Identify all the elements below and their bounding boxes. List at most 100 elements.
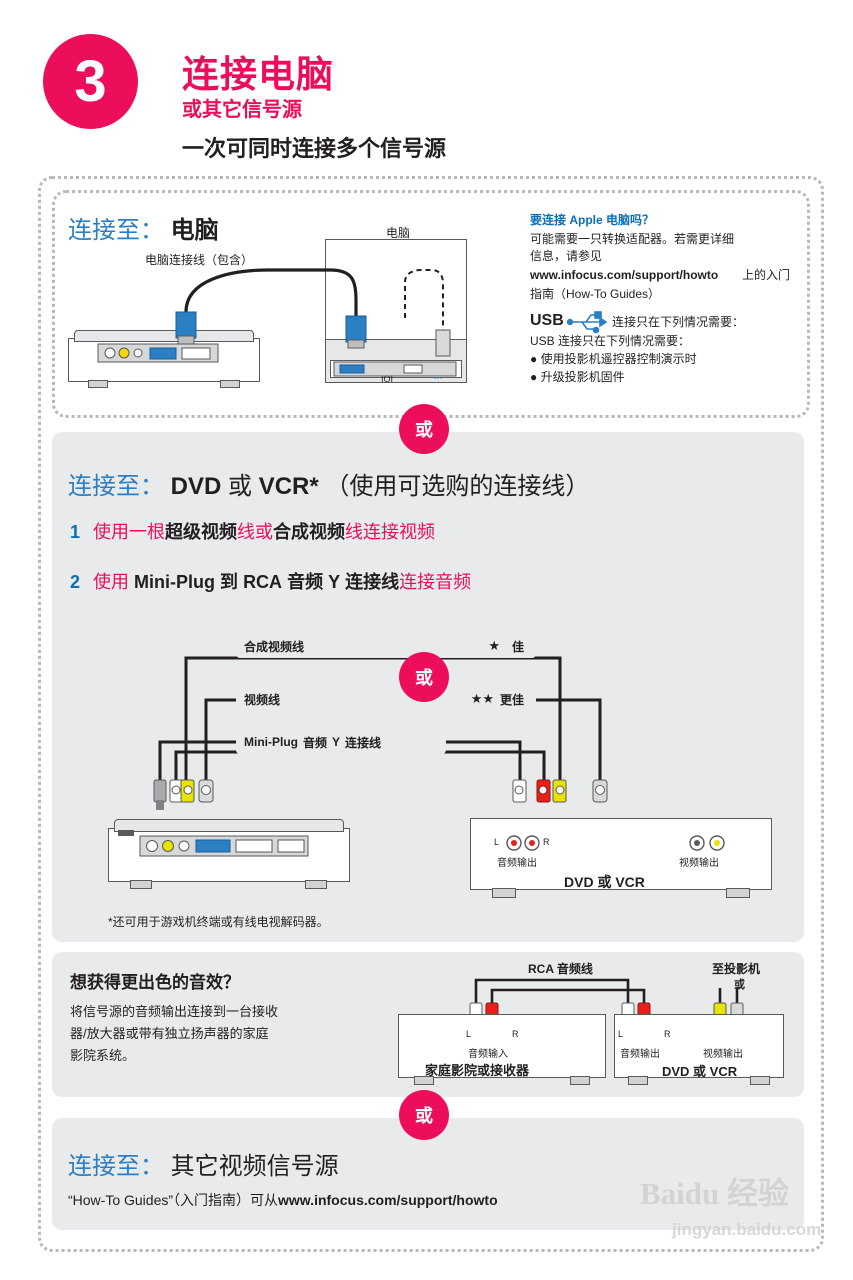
- receiver-r: R: [512, 1029, 519, 1039]
- projector-foot-right: [220, 380, 240, 388]
- dvd-box-2: [614, 1014, 784, 1078]
- apple-body-3: 上的入门: [742, 268, 791, 282]
- other-section-heading: 连接至： 其它视频信号源: [68, 1146, 339, 1181]
- rca-audio-cable-label: RCA 音频线: [528, 962, 593, 976]
- dvd-step-2-f: Y: [328, 572, 341, 592]
- projector-top-2: [114, 819, 344, 832]
- dvd-video-out-label: 视频输出: [679, 858, 719, 869]
- audio-section-heading: 想获得更出色的音效？: [70, 973, 240, 992]
- dvd-step-2-h: 连接音频: [399, 572, 472, 592]
- receiver-box: [398, 1014, 606, 1078]
- dvd-step-1-number: 1: [70, 522, 81, 542]
- page-subtitle: 或其它信号源: [182, 99, 302, 121]
- dvd-step-2: 2 使用 Mini-Plug 到 RCA 音频 Y 连接线连接音频: [70, 568, 471, 594]
- dvd-audio-out-l: L: [494, 837, 500, 847]
- apple-question-text: 要连接 Apple 电脑吗？: [530, 213, 655, 227]
- projector-top: [74, 330, 254, 342]
- dvd-footnote: *还可用于游戏机终端或有线电视解码器。: [108, 915, 329, 929]
- dvd-step-1: 1 使用一根超级视频线或合成视频线连接视频: [70, 518, 435, 544]
- other-heading-target: 其它视频信号源: [170, 1153, 339, 1180]
- dvd-foot-right: [726, 888, 750, 898]
- computer-heading-prefix: 连接至：: [68, 217, 164, 244]
- receiver-foot-left: [414, 1076, 434, 1085]
- dvd-foot-left: [492, 888, 516, 898]
- dvd-heading-dvd: DVD: [170, 473, 222, 500]
- miniplug-label-4: 连接线: [345, 735, 382, 750]
- dvd-step-2-number: 2: [70, 572, 81, 592]
- or-badge-3: 或: [399, 1090, 449, 1140]
- dvd2-l: L: [618, 1029, 624, 1039]
- usb-note: 连接只在下列情况需要：: [612, 315, 745, 329]
- dvd-step-2-d: RCA: [243, 572, 283, 592]
- usb-bullet-2: ● 升级投影机固件: [530, 370, 625, 384]
- usb-heading: USB: [530, 312, 564, 329]
- usb-port-icon: ⎓: [434, 373, 442, 384]
- dvd-heading-vcr: VCR*: [258, 473, 319, 500]
- dvd-step-2-c: 到: [220, 572, 239, 592]
- watermark-secondary: jingyan.baidu.com: [672, 1220, 822, 1239]
- projector-foot-left: [88, 380, 108, 388]
- svideo-cable-rating: 更佳: [499, 692, 524, 707]
- dvd-step-1-b: 超级视频: [165, 522, 238, 542]
- audio-body-3: 影院系统。: [70, 1048, 136, 1063]
- miniplug-label-2: 音频: [303, 735, 328, 750]
- other-body-url[interactable]: www.infocus.com/support/howto: [278, 1192, 498, 1208]
- dvd-section-heading: 连接至： DVD 或 VCR* （使用可选购的连接线）: [68, 466, 589, 501]
- usb-bullet-1: ● 使用投影机遥控器控制演示时: [530, 352, 697, 366]
- usb-body: USB 连接只在下列情况需要：: [530, 334, 691, 348]
- projector-foot-right-2: [305, 880, 327, 889]
- computer-heading-target: 电脑: [170, 217, 219, 244]
- other-section-body: “How-To Guides”（入门指南）可从www.infocus.com/s…: [68, 1190, 498, 1210]
- dvd-step-2-e: 音频: [287, 572, 324, 592]
- step-number-badge: 3: [43, 34, 138, 129]
- dvd-audio-out-r: R: [543, 837, 550, 847]
- miniplug-label-1: Mini-Plug: [244, 735, 298, 749]
- receiver-audio-in-label: 音频输入: [468, 1049, 508, 1060]
- dvd-box-label: DVD 或 VCR: [564, 874, 645, 890]
- dvd2-foot-right: [750, 1076, 770, 1085]
- page-title: 连接电脑: [182, 54, 334, 95]
- dvd-heading-or: 或: [228, 473, 253, 500]
- or-badge-1: 或: [399, 404, 449, 454]
- dvd-step-1-a: 使用一根: [93, 522, 166, 542]
- dvd-step-2-g: 连接线: [345, 572, 400, 592]
- audio-body-1: 将信号源的音频输出连接到一台接收: [70, 1004, 279, 1019]
- other-heading-prefix: 连接至：: [68, 1153, 164, 1180]
- dvd2-foot-left: [628, 1076, 648, 1085]
- projector-foot-left-2: [130, 880, 152, 889]
- page-subtitle-secondary: 一次可同时连接多个信号源: [182, 136, 447, 161]
- apple-question: 要连接 Apple 电脑吗？: [530, 213, 654, 228]
- svideo-cable-stars: ★★: [470, 691, 494, 706]
- computer-label: 电脑: [386, 226, 411, 240]
- cable-label: 电脑连接线（包含）: [145, 253, 254, 267]
- dvd-heading-prefix: 连接至：: [68, 473, 164, 500]
- dvd-step-1-c: 线或: [237, 522, 274, 542]
- apple-url[interactable]: www.infocus.com/support/howto: [530, 268, 719, 282]
- dvd-heading-tail: （使用可选购的连接线）: [325, 473, 590, 500]
- apple-body-1: 可能需要一只转换适配器。若需更详细: [530, 232, 735, 246]
- apple-body-2: 信息，请参见: [530, 249, 603, 263]
- receiver-foot-right: [570, 1076, 590, 1085]
- dvd2-audio-out-label: 音频输出: [620, 1049, 660, 1060]
- audio-body-2: 器/放大器或带有独立扬声器的家庭: [70, 1026, 269, 1041]
- dvd-box: [470, 818, 772, 890]
- dvd-step-1-d: 合成视频: [273, 522, 346, 542]
- computer-section-heading: 连接至： 电脑: [68, 210, 219, 245]
- svideo-cable-label: 视频线: [244, 692, 281, 707]
- miniplug-cable-capsule: Mini-Plug 音频 Y 连接线: [236, 730, 446, 754]
- to-projector-or: 或: [734, 979, 745, 991]
- dvd2-video-out-label: 视频输出: [703, 1049, 743, 1060]
- other-body-a: “How-To Guides”（入门指南）可从: [68, 1192, 279, 1208]
- dvd-step-2-b: Mini-Plug: [134, 572, 216, 592]
- svideo-cable-capsule: 视频线 ★★ 更佳: [236, 687, 536, 711]
- receiver-box-label: 家庭影院或接收器: [425, 1063, 530, 1078]
- to-projector-label: 至投影机: [712, 962, 761, 976]
- composite-cable-capsule: 合成视频线 ★ 佳: [236, 634, 536, 658]
- dvd-box-2-label: DVD 或 VCR: [662, 1064, 738, 1079]
- apple-body-4: 指南（How-To Guides）: [530, 287, 661, 301]
- miniplug-label-3: Y: [332, 735, 341, 749]
